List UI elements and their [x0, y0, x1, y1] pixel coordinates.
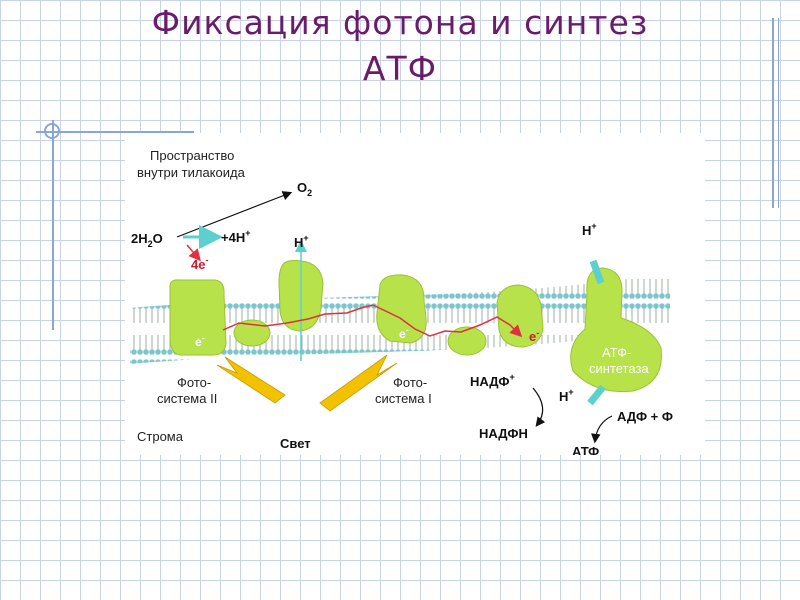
decorative-circle: [44, 123, 60, 139]
light-label: Свет: [280, 436, 311, 451]
decorative-left-horizontal-line: [36, 131, 194, 133]
slide-title: Фиксация фотона и синтез АТФ: [0, 0, 800, 92]
proton-arrow-atp-synthase-out: [587, 384, 606, 406]
photosynthesis-diagram: Пространство внутри тилакоида O2 2H2O +4…: [125, 133, 705, 455]
decorative-right-lines: [772, 18, 779, 208]
h-plus-cytochrome-label: H+: [294, 233, 309, 250]
slide-title-line-1: Фиксация фотона и синтез: [151, 3, 649, 42]
four-protons-label: +4H+: [221, 228, 250, 245]
slide-title-line-2: АТФ: [362, 49, 438, 88]
photosystem-i-label-line-1: Фото-: [393, 375, 427, 390]
photosystem-i-protein: [376, 274, 427, 344]
lumen-label-line-2: внутри тилакоида: [137, 165, 246, 180]
decorative-left-vertical-line: [52, 120, 54, 330]
lumen-label-line-1: Пространство: [150, 148, 234, 163]
h-plus-stroma-atp-label: H+: [559, 387, 574, 404]
atp-synthase-label-line-2: синтетаза: [589, 361, 649, 376]
atp-synthase-label-line-1: АТФ-: [602, 345, 631, 360]
atp-label: АТФ: [572, 444, 599, 455]
nadp-label: НАДФ+: [470, 372, 515, 389]
water-to-o2-arrow: [176, 191, 293, 238]
photosystem-ii-label-line-2: система II: [157, 391, 217, 406]
electron-nadp-reductase-label: e-: [529, 328, 539, 344]
electron-ps1-label: e-: [399, 325, 409, 341]
electron-ps2-label: e-: [195, 333, 205, 349]
water-to-electrons-arrow: [186, 244, 201, 262]
photosystem-ii-label-line-1: Фото-: [177, 375, 211, 390]
photosystem-i-label-line-2: система I: [375, 391, 432, 406]
stroma-label: Строма: [137, 429, 184, 444]
proton-arrow-atp-synthase-in: [589, 259, 605, 285]
water-label: 2H2O: [131, 231, 163, 249]
atp-synthase-protein: [570, 267, 662, 393]
four-electrons-label: 4e-: [191, 255, 208, 272]
adp-label: АДФ + Ф: [617, 409, 673, 424]
h-plus-lumen-atp-label: H+: [582, 221, 597, 238]
adp-to-atp-arrow: [591, 415, 613, 444]
nadph-label: НАДФН: [479, 426, 528, 441]
light-bolt-left: [216, 356, 286, 404]
photosystem-ii-protein: [169, 279, 227, 356]
nadp-reduction-arrow: [532, 387, 546, 427]
electron-transport-path: [222, 304, 523, 338]
light-bolt-right: [319, 354, 398, 412]
nadp-reductase-protein: [496, 284, 544, 348]
o2-label: O2: [297, 180, 312, 198]
ferredoxin-protein: [447, 326, 487, 356]
plastoquinone-protein: [233, 319, 271, 347]
